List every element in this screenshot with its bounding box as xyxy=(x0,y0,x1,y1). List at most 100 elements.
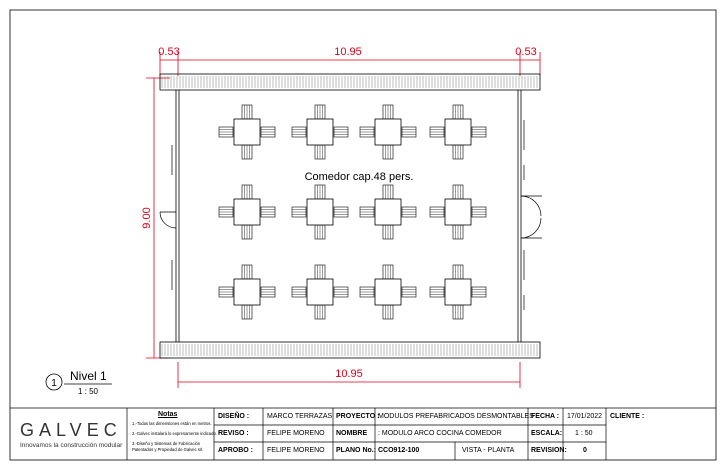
escala-value: 1 : 50 xyxy=(575,430,593,437)
chair xyxy=(401,126,417,138)
chair xyxy=(429,126,445,138)
sheet-border xyxy=(9,9,717,461)
chair xyxy=(314,104,326,120)
chair xyxy=(260,126,276,138)
dining-table-set xyxy=(218,264,276,320)
cliente-label: CLIENTE : xyxy=(610,413,645,420)
table-top xyxy=(374,278,402,306)
galvec-logo: GALVEC xyxy=(20,420,122,440)
dining-table-set xyxy=(291,184,349,240)
table-top xyxy=(444,278,472,306)
fecha-value: 17/01/2022 xyxy=(567,413,603,420)
chair xyxy=(314,224,326,240)
chair xyxy=(471,286,487,298)
dim-left: 9.00 xyxy=(141,207,153,228)
chair xyxy=(382,144,394,160)
plano-label: PLANO No.: xyxy=(336,447,377,454)
table-top xyxy=(306,198,334,226)
entry-door xyxy=(520,195,542,239)
view-number: 1 xyxy=(51,378,57,389)
dining-table-set xyxy=(218,104,276,160)
nombre-label: NOMBRE xyxy=(336,430,368,437)
view-name: Nivel 1 xyxy=(70,369,107,383)
table-top xyxy=(233,278,261,306)
chair xyxy=(471,206,487,218)
dim-top-center: 10.95 xyxy=(334,46,362,58)
chair xyxy=(218,206,234,218)
chair xyxy=(241,264,253,280)
chair xyxy=(314,304,326,320)
dim-top-right: 0.53 xyxy=(515,46,536,58)
chair xyxy=(401,206,417,218)
chair xyxy=(452,264,464,280)
table-top xyxy=(444,198,472,226)
chair xyxy=(452,104,464,120)
chair xyxy=(218,286,234,298)
bottom-hatch xyxy=(161,344,538,356)
reviso-label: REVISO : xyxy=(218,430,249,437)
galvec-tagline: Innovamos la construcción modular xyxy=(20,442,123,449)
dining-table-set xyxy=(359,184,417,240)
dining-table-set xyxy=(359,264,417,320)
chair xyxy=(241,104,253,120)
chair xyxy=(382,224,394,240)
chair xyxy=(241,184,253,200)
chair xyxy=(291,206,307,218)
chair xyxy=(314,264,326,280)
chair xyxy=(333,206,349,218)
chair xyxy=(452,304,464,320)
dining-table-set xyxy=(429,104,487,160)
chair xyxy=(333,126,349,138)
dining-table-set xyxy=(291,104,349,160)
dining-table-set xyxy=(429,184,487,240)
diseno-label: DISEÑO : xyxy=(218,413,250,420)
note-3: 3.-Diseño y Sistemas de Fabricación Pate… xyxy=(132,441,204,452)
nombre-value: : MODULO ARCO COCINA COMEDOR xyxy=(378,430,502,437)
table-top xyxy=(306,278,334,306)
chair xyxy=(359,206,375,218)
dining-tables xyxy=(218,104,487,320)
chair xyxy=(452,144,464,160)
aprobo-value: FELIPE MORENO xyxy=(267,447,325,454)
proyecto-label: PROYECTO : xyxy=(336,413,380,420)
chair xyxy=(260,286,276,298)
notes-title: Notas xyxy=(158,411,178,418)
table-top xyxy=(374,118,402,146)
left-wall-openings xyxy=(159,145,177,290)
room-label: Comedor cap.48 pers. xyxy=(305,171,414,183)
table-top xyxy=(374,198,402,226)
dim-top-left: 0.53 xyxy=(158,46,179,58)
chair xyxy=(314,184,326,200)
table-top xyxy=(233,198,261,226)
chair xyxy=(359,126,375,138)
chair xyxy=(241,304,253,320)
table-top xyxy=(233,118,261,146)
view-number-circle xyxy=(45,373,63,391)
chair xyxy=(471,126,487,138)
chair xyxy=(218,126,234,138)
diseno-value: MARCO TERRAZAS xyxy=(267,413,333,420)
top-dimension-line xyxy=(159,52,541,76)
vista-value: VISTA - PLANTA xyxy=(462,447,515,454)
module-walls xyxy=(159,73,541,359)
chair xyxy=(241,144,253,160)
revision-value: 0 xyxy=(583,447,587,454)
dining-table-set xyxy=(218,184,276,240)
chair xyxy=(452,224,464,240)
chair xyxy=(429,286,445,298)
chair xyxy=(241,224,253,240)
table-top xyxy=(444,118,472,146)
note-2: 2.-Galvec instalará lo expresamente indi… xyxy=(132,431,217,436)
top-hatch xyxy=(161,76,538,88)
chair xyxy=(382,304,394,320)
view-label: 1 Nivel 1 1 : 50 xyxy=(45,369,112,396)
plano-value: CCO912-100 xyxy=(378,447,420,454)
chair xyxy=(401,286,417,298)
dim-bottom: 10.95 xyxy=(335,368,363,380)
chair xyxy=(382,104,394,120)
chair xyxy=(260,206,276,218)
chair xyxy=(382,184,394,200)
dining-table-set xyxy=(429,264,487,320)
chair xyxy=(359,286,375,298)
